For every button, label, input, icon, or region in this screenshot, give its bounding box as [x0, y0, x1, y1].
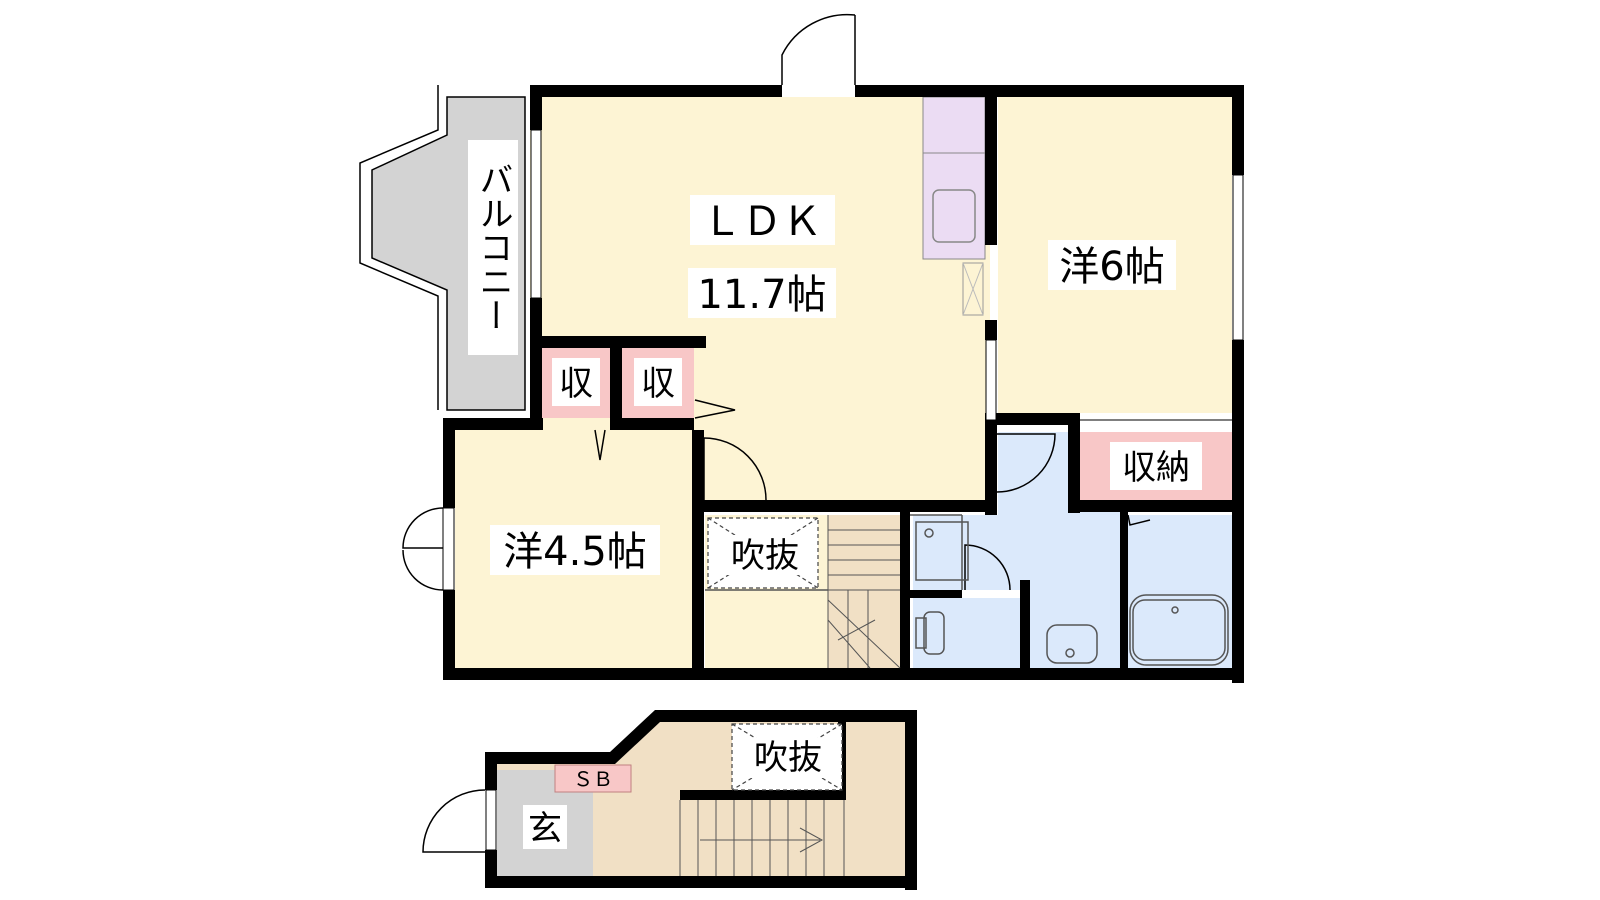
entrance-door-swing: [422, 789, 486, 853]
entrance-label-bg: [523, 805, 567, 849]
door-swings: [402, 13, 1151, 591]
storage-1-bg: [552, 358, 600, 406]
wash-basin: [1046, 624, 1098, 664]
balcony-rail: [359, 85, 439, 410]
bathroom: [1128, 515, 1232, 668]
void-upper-bg: [720, 535, 810, 575]
bathtub: [1129, 594, 1229, 666]
walls-lower: [485, 710, 917, 890]
ldk-label-bg: [690, 195, 835, 245]
washer-pan: [915, 521, 969, 581]
shoe-box: [554, 764, 632, 793]
western-45-label-bg: [490, 525, 660, 575]
storage-large-bg: [1110, 442, 1202, 490]
western-6-label-bg: [1048, 240, 1176, 290]
fridge-space: [962, 262, 984, 316]
shoe-box-label: ＳＢ: [573, 767, 613, 791]
partition-lines: [705, 419, 1232, 591]
storage-2-bg: [634, 358, 682, 406]
balcony-label: バルコニー: [473, 162, 513, 332]
void-upper-label: 吹抜: [731, 536, 799, 576]
laundry-area: [913, 515, 1028, 590]
western-6-label: 洋6帖: [1059, 244, 1164, 290]
storage-large-label: 収納: [1122, 448, 1190, 488]
void-lower-bg: [742, 738, 834, 778]
storage-1-label: 収: [559, 364, 593, 404]
western-45-label: 洋4.5帖: [503, 529, 647, 575]
storage-2-label: 収: [641, 364, 675, 404]
fixtures: [915, 521, 1229, 666]
toilet-fixture: [923, 611, 945, 655]
stairs-lower: [679, 800, 845, 876]
windows: [442, 129, 1244, 591]
sink: [932, 189, 976, 243]
ldk-size-bg: [688, 268, 836, 318]
stair-upper: [828, 515, 903, 668]
entrance-label: 玄: [528, 809, 562, 849]
toilet-room: [913, 598, 1023, 668]
ldk-size-label: 11.7帖: [697, 272, 826, 318]
entrance-doorway: [485, 789, 497, 851]
ldk-name-label: ＬＤＫ: [702, 199, 822, 245]
stairs-upper: [827, 515, 901, 669]
walls-upper: [443, 85, 1244, 683]
balcony-label-bg: [468, 140, 518, 355]
void-lower-label: 吹抜: [754, 738, 822, 778]
